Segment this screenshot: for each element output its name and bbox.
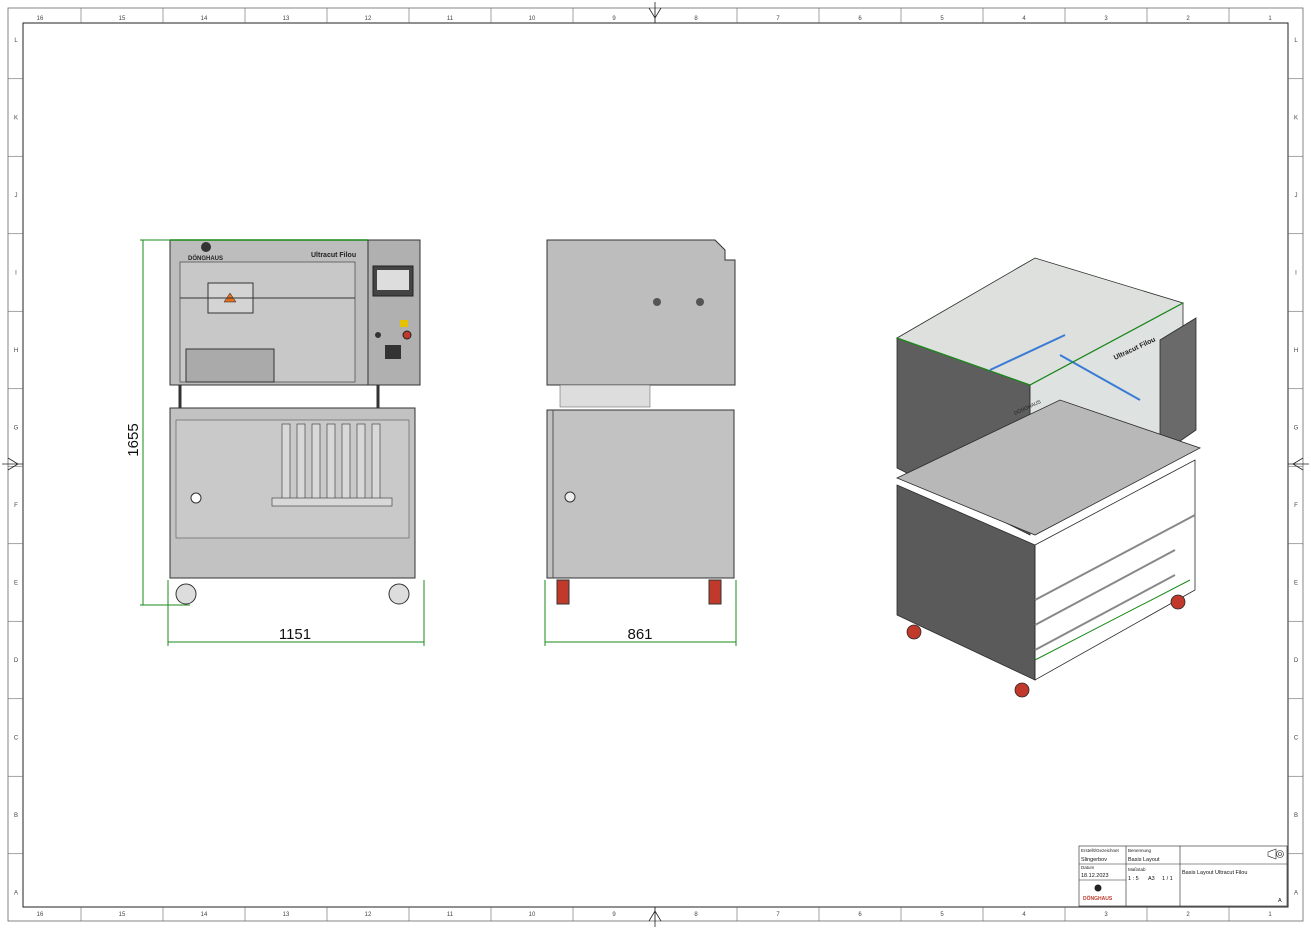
- column-label: 4: [1022, 16, 1026, 22]
- row-label: I: [1295, 271, 1297, 277]
- row-label: J: [1295, 193, 1298, 199]
- drawing-title: Basis Layout Ultracut Filou: [1182, 870, 1247, 876]
- depth-dimension: 861: [627, 626, 652, 643]
- row-label: F: [1294, 503, 1298, 509]
- column-label: 13: [283, 912, 290, 918]
- row-label: L: [14, 38, 18, 44]
- row-label: J: [15, 193, 18, 199]
- column-label: 16: [37, 912, 44, 918]
- row-label: C: [14, 736, 19, 742]
- column-label: 2: [1186, 16, 1190, 22]
- column-label: 2: [1186, 912, 1190, 918]
- column-label: 1: [1268, 16, 1272, 22]
- column-label: 1: [1268, 912, 1272, 918]
- sheet-row-label: A: [1278, 898, 1282, 904]
- side-view: 861: [544, 239, 737, 646]
- column-label: 15: [119, 912, 126, 918]
- row-label: D: [1294, 658, 1299, 664]
- front-view: DÖNGHAUS Ultracut Filou 1655 1151: [125, 239, 425, 646]
- row-label: F: [14, 503, 18, 509]
- row-label: A: [1294, 891, 1298, 897]
- scale-label: Maßstab: [1128, 867, 1146, 872]
- row-label: K: [1294, 116, 1298, 122]
- row-label: E: [14, 581, 18, 587]
- sheet-number: 1 / 1: [1162, 876, 1173, 882]
- column-label: 11: [447, 16, 454, 22]
- row-label: I: [15, 271, 17, 277]
- drawn-by: Slingerbov: [1081, 857, 1107, 863]
- row-label: D: [14, 658, 19, 664]
- row-label: G: [14, 426, 19, 432]
- projection-symbol-icon: [1267, 848, 1284, 860]
- column-label: 6: [858, 912, 862, 918]
- date: 18.12.2023: [1081, 873, 1109, 879]
- column-label: 3: [1104, 16, 1108, 22]
- column-label: 12: [365, 16, 372, 22]
- outer-frame: [7, 7, 1304, 922]
- column-label: 13: [283, 16, 290, 22]
- type-label: Benennung: [1128, 848, 1152, 853]
- row-label: B: [1294, 813, 1298, 819]
- column-label: 6: [858, 16, 862, 22]
- company-logo: DÖNGHAUS: [1083, 895, 1113, 902]
- column-label: 5: [940, 16, 944, 22]
- row-label: K: [14, 116, 18, 122]
- row-label: G: [1294, 426, 1299, 432]
- column-label: 3: [1104, 912, 1108, 918]
- column-label: 4: [1022, 912, 1026, 918]
- title-block: [1078, 845, 1288, 907]
- column-label: 9: [612, 16, 616, 22]
- column-label: 9: [612, 912, 616, 918]
- inner-frame: [22, 22, 1289, 908]
- row-label: A: [14, 891, 18, 897]
- column-label: 14: [201, 912, 208, 918]
- row-label: H: [1294, 348, 1298, 354]
- height-dimension: 1655: [125, 423, 142, 456]
- scale: 1 : 5: [1128, 876, 1139, 882]
- column-label: 10: [529, 912, 536, 918]
- format: A3: [1148, 876, 1155, 882]
- type: Basis Layout: [1128, 857, 1160, 863]
- date-label: Datum: [1081, 865, 1095, 870]
- column-label: 7: [776, 16, 780, 22]
- row-label: B: [14, 813, 18, 819]
- column-label: 10: [529, 16, 536, 22]
- column-label: 7: [776, 912, 780, 918]
- row-label: C: [1294, 736, 1299, 742]
- column-label: 8: [694, 16, 698, 22]
- column-label: 11: [447, 912, 454, 918]
- width-dimension: 1151: [279, 626, 311, 643]
- drawn-by-label: Erstellt/Gezeichnet: [1081, 848, 1120, 853]
- column-label: 12: [365, 912, 372, 918]
- row-label: L: [1294, 38, 1298, 44]
- column-label: 5: [940, 912, 944, 918]
- row-label: H: [14, 348, 18, 354]
- row-label: E: [1294, 581, 1298, 587]
- front-product-label: Ultracut Filou: [311, 252, 356, 259]
- column-label: 15: [119, 16, 126, 22]
- front-brand-label: DÖNGHAUS: [188, 255, 223, 262]
- column-label: 14: [201, 16, 208, 22]
- column-label: 16: [37, 16, 44, 22]
- isometric-view: Ultracut Filou DÖNGHAUS: [896, 257, 1202, 698]
- column-label: 8: [694, 912, 698, 918]
